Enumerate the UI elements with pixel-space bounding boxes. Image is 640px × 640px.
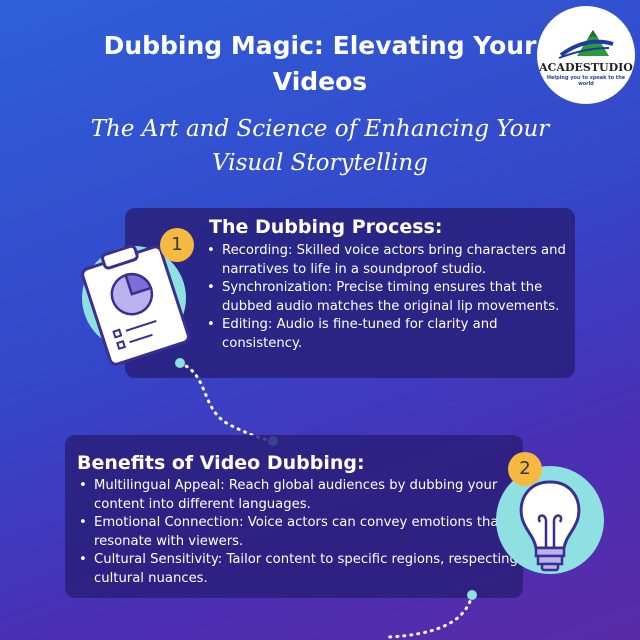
logo-mountain-icon xyxy=(558,30,614,59)
page-title: Dubbing Magic: Elevating Your Videos xyxy=(60,28,580,100)
dubbing-process-title: The Dubbing Process: xyxy=(209,216,443,238)
list-item: Recording: Skilled voice actors bring ch… xyxy=(207,242,567,279)
list-item: Cultural Sensitivity: Tailor content to … xyxy=(79,551,519,588)
page-subtitle: The Art and Science of Enhancing Your Vi… xyxy=(70,112,570,180)
clipboard-pie-chart-icon xyxy=(81,244,190,366)
title-line-1: Dubbing Magic: Elevating Your xyxy=(103,31,537,60)
subtitle-line-1: The Art and Science of Enhancing Your xyxy=(90,116,550,142)
benefits-list: Multilingual Appeal: Reach global audien… xyxy=(79,477,519,588)
dubbing-process-list: Recording: Skilled voice actors bring ch… xyxy=(207,242,567,353)
list-item: Synchronization: Precise timing ensures … xyxy=(207,279,567,316)
list-item: Emotional Connection: Voice actors can c… xyxy=(79,514,519,551)
logo-name: ACADESTUDIO xyxy=(539,61,633,74)
list-item: Multilingual Appeal: Reach global audien… xyxy=(79,477,519,514)
logo-tagline: Helping you to speak to the world xyxy=(546,75,626,87)
benefits-title: Benefits of Video Dubbing: xyxy=(77,452,365,474)
title-line-2: Videos xyxy=(272,67,368,96)
step-2-badge: 2 xyxy=(508,452,542,486)
subtitle-line-2: Visual Storytelling xyxy=(212,150,428,176)
lightbulb-icon xyxy=(496,466,604,574)
dotted-connector xyxy=(386,590,477,639)
step-1-badge: 1 xyxy=(160,228,194,262)
list-item: Editing: Audio is fine-tuned for clarity… xyxy=(207,316,567,353)
benefits-card: Benefits of Video Dubbing: Multilingual … xyxy=(65,435,523,598)
dubbing-process-card: The Dubbing Process: Recording: Skilled … xyxy=(125,208,575,378)
brand-logo: ACADESTUDIO Helping you to speak to the … xyxy=(537,6,635,104)
